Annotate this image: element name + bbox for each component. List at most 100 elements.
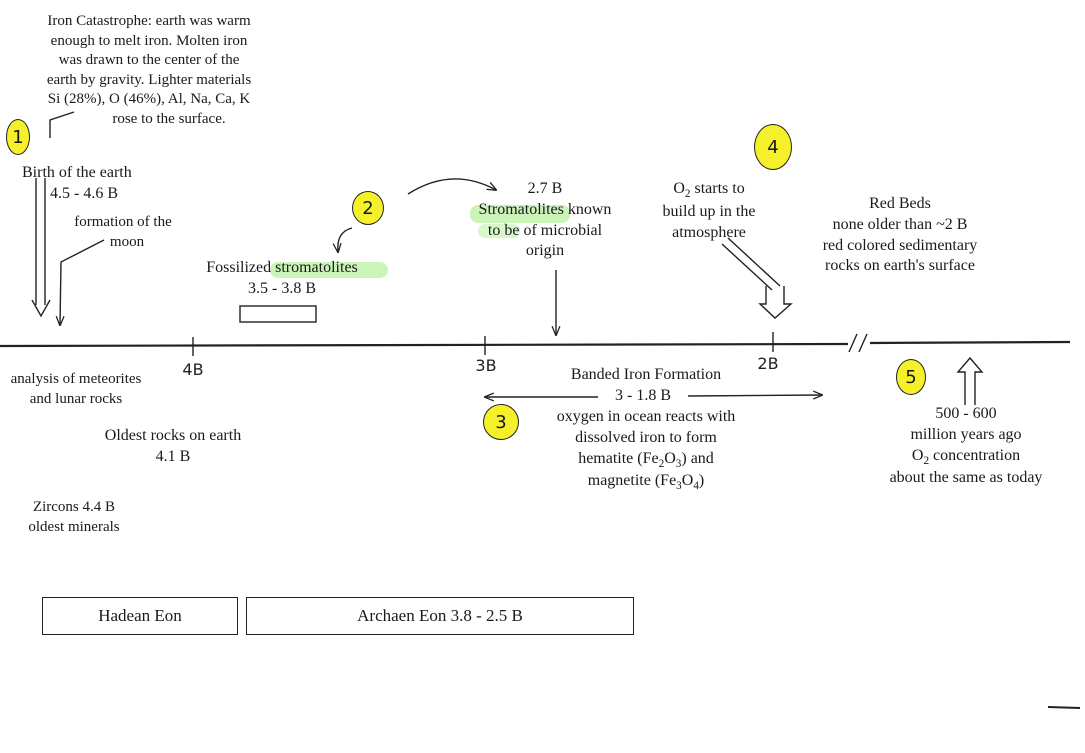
moon-pointer <box>60 239 105 325</box>
red-beds-line-3: red colored sedimentary <box>822 236 978 254</box>
moon-formation: formation of the moon <box>66 213 180 252</box>
archaen-eon-label: Archaen Eon 3.8 - 2.5 B <box>357 606 523 625</box>
recent-up-arrow <box>956 356 984 405</box>
banded-line-6: magnetite (Fe3O4) <box>526 471 766 494</box>
meteorites-line-1: analysis of meteorites <box>10 371 142 387</box>
birth-arrowhead <box>31 299 51 318</box>
stromatolites-known: 2.7 B Stromatolites known to be of micro… <box>463 179 627 262</box>
moon-line-2: moon <box>109 233 145 250</box>
zircons: Zircons 4.4 B oldest minerals <box>20 498 128 537</box>
circle-1: 1 <box>6 119 30 155</box>
strom-suffix: known <box>563 200 612 218</box>
hematite-mid: O <box>664 449 676 467</box>
strom-line-2: to be of microbial <box>487 221 603 239</box>
banded-line-4: dissolved iron to form <box>575 428 717 446</box>
strom-age: 2.7 B <box>527 180 563 197</box>
circle-2: 2 <box>352 191 384 225</box>
strom-line-1: Stromatolites known <box>463 200 627 221</box>
timeline-break-mark <box>848 333 868 353</box>
meteorites-line-2: and lunar rocks <box>29 390 123 407</box>
fossil-prefix: Fossilized <box>206 259 276 276</box>
iron-line-2: enough to melt iron. Molten iron <box>50 32 248 49</box>
tick-label-2b: 2B <box>757 354 779 373</box>
iron-line-5: Si (28%), O (46%), Al, Na, Ca, K <box>47 91 251 107</box>
banded-iron-desc: oxygen in ocean reacts with dissolved ir… <box>526 407 766 494</box>
timeline-axis-left <box>0 342 849 348</box>
strom-highlight: Stromatolites <box>478 200 564 218</box>
meteorites-analysis: analysis of meteorites and lunar rocks <box>2 370 150 409</box>
circle-4: 4 <box>754 124 792 170</box>
fossil-age: 3.5 - 3.8 B <box>248 279 316 297</box>
stray-mark-right <box>1047 706 1081 709</box>
magnetite-sub-2: 4 <box>693 480 699 493</box>
fossil-line-1: Fossilized stromatolites <box>190 258 374 279</box>
stromatolite-curved-arrow <box>407 178 496 195</box>
banded-iron-range: 3 - 1.8 B <box>615 387 671 404</box>
oxygen-post: starts to <box>690 180 745 197</box>
recent-post: concentration <box>929 446 1021 464</box>
moon-line-1: formation of the <box>74 214 172 230</box>
highlight-fossil <box>270 262 388 278</box>
birth-age: 4.5 - 4.6 B <box>50 184 118 202</box>
oxygen-sub: 2 <box>684 188 691 201</box>
iron-line-4: earth by gravity. Lighter materials <box>46 71 252 88</box>
banded-iron-range-right <box>687 395 822 396</box>
oxygen-o: O <box>673 180 685 197</box>
magnetite-post: ) <box>698 472 705 490</box>
red-beds: Red Beds none older than ~2 B red colore… <box>800 194 1000 277</box>
birth-of-earth: Birth of the earth 4.5 - 4.6 B <box>22 163 132 205</box>
oxygen-hollow-arrow <box>721 237 793 319</box>
birth-title: Birth of the earth <box>22 164 132 181</box>
oldest-rocks-line-1: Oldest rocks on earth <box>104 427 242 444</box>
fossil-range-box <box>239 305 317 323</box>
iron-line-3: was drawn to the center of the <box>58 52 240 68</box>
banded-line-3: oxygen in ocean reacts with <box>556 408 736 425</box>
hematite-sub-1: 2 <box>658 457 665 470</box>
oxygen-line-3: atmosphere <box>672 223 746 241</box>
hematite-sub-2: 3 <box>675 457 682 470</box>
strom-line-3: origin <box>525 242 565 260</box>
hadean-eon-box: Hadean Eon <box>42 597 238 635</box>
recent-line-3: O2 concentration <box>868 446 1064 469</box>
iron-line-1: Iron Catastrophe: earth was warm <box>47 13 251 29</box>
oldest-rocks-line-2: 4.1 B <box>155 447 191 465</box>
red-beds-title: Red Beds <box>869 195 931 212</box>
hematite-pre: hematite (Fe <box>578 449 659 467</box>
recent-line-1: 500 - 600 <box>935 405 997 422</box>
archaen-eon-box: Archaen Eon 3.8 - 2.5 B <box>246 597 634 635</box>
zircons-line-2: oldest minerals <box>28 518 120 535</box>
hadean-eon-label: Hadean Eon <box>98 606 182 625</box>
timeline-axis-right <box>869 340 1071 345</box>
red-beds-line-4: rocks on earth's surface <box>825 257 975 275</box>
circle2-curved-arrow <box>338 227 353 252</box>
oxygen-line-2: build up in the <box>662 202 756 220</box>
iron-catastrophe-pointer <box>49 111 75 138</box>
highlight-stromatolites <box>470 205 570 223</box>
recent-line-4: about the same as today <box>889 469 1043 487</box>
oldest-rocks: Oldest rocks on earth 4.1 B <box>90 426 256 468</box>
highlight-microbial <box>478 224 520 238</box>
tick-label-3b: 3B <box>475 356 497 375</box>
magnetite-sub-1: 3 <box>676 480 682 493</box>
hematite-post: ) and <box>681 449 714 467</box>
tick-label-4b: 4B <box>182 360 204 379</box>
fossil-highlight: stromatolites <box>275 259 358 276</box>
oxygen-buildup: O2 starts to build up in the atmosphere <box>646 179 772 243</box>
recent-sub: 2 <box>923 454 930 467</box>
banded-line-5: hematite (Fe2O3) and <box>526 449 766 472</box>
magnetite-mid: O <box>681 472 694 490</box>
recent-o: O <box>911 446 924 464</box>
circle-5: 5 <box>896 359 926 395</box>
recent-line-2: million years ago <box>910 425 1022 443</box>
recent-oxygen: 500 - 600 million years ago O2 concentra… <box>868 404 1064 489</box>
iron-line-6: rose to the surface. <box>112 110 226 127</box>
banded-iron-title: Banded Iron Formation <box>570 366 722 383</box>
fossilized-stromatolites: Fossilized stromatolites 3.5 - 3.8 B <box>190 258 374 300</box>
red-beds-line-2: none older than ~2 B <box>832 215 968 233</box>
iron-catastrophe-text: Iron Catastrophe: earth was warm enough … <box>30 12 268 129</box>
circle-3: 3 <box>483 404 519 440</box>
oxygen-line-1: O2 starts to <box>646 179 772 202</box>
zircons-line-1: Zircons 4.4 B <box>32 499 116 515</box>
magnetite-pre: magnetite (Fe <box>587 472 677 490</box>
